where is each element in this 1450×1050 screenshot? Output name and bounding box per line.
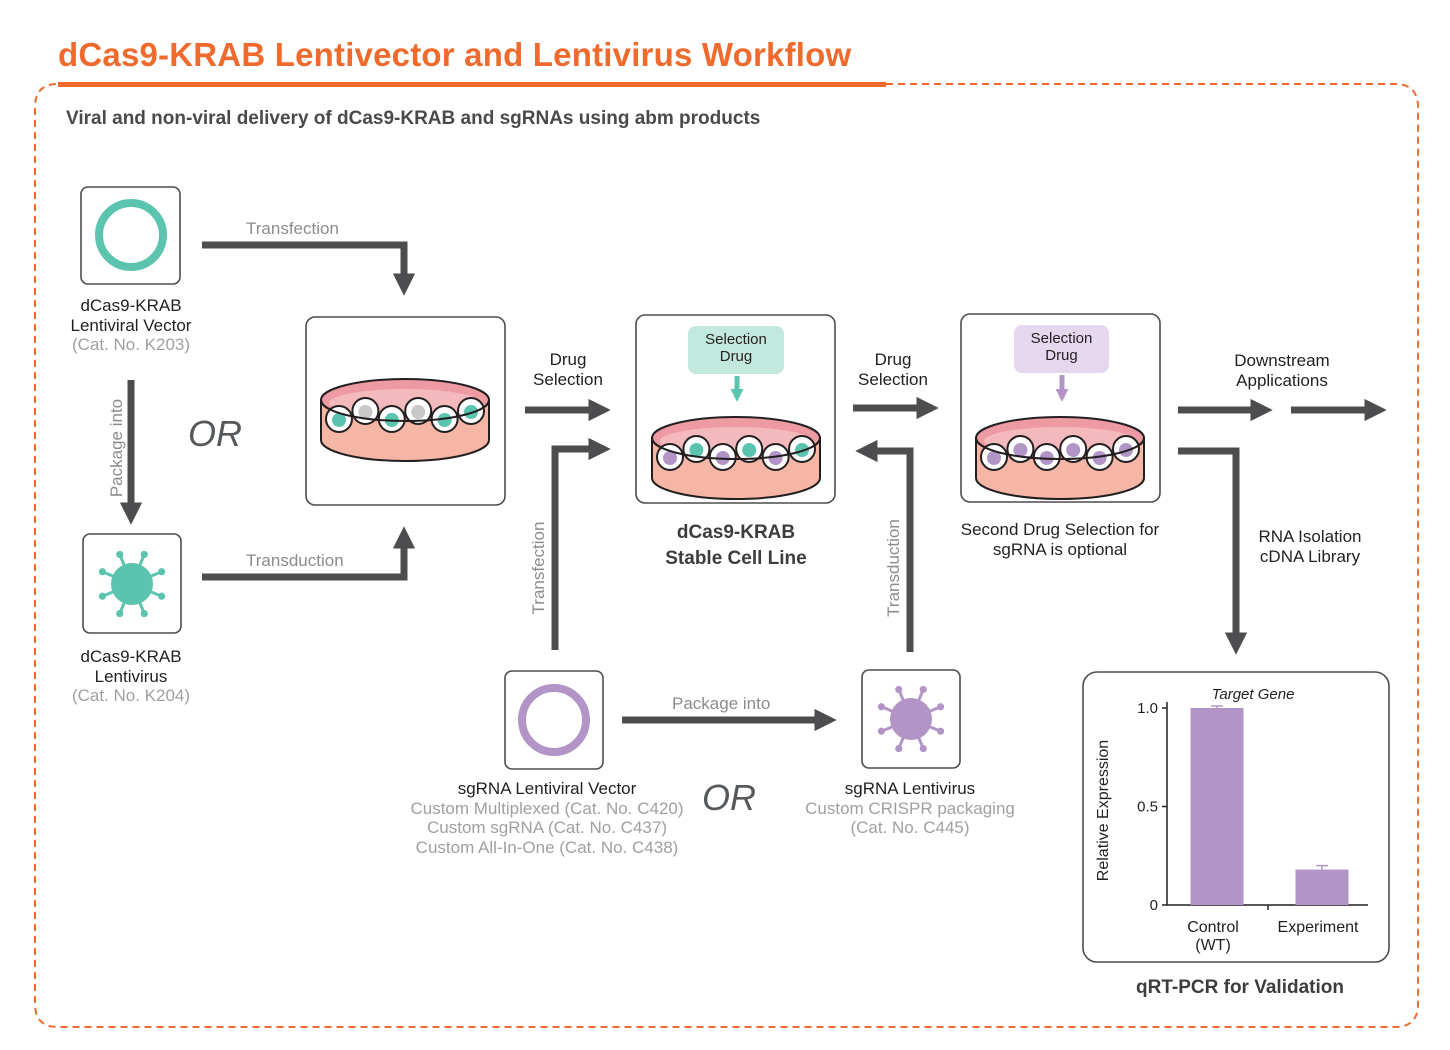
- transduction-arrow: [202, 526, 416, 581]
- transduction-label: Transduction: [246, 551, 344, 570]
- dish3-front-rim: [975, 437, 1145, 460]
- rna-isolation-arrow: [1178, 447, 1248, 655]
- virus-purple-spike-tip: [919, 685, 927, 694]
- transfection-label: Transfection: [246, 219, 339, 238]
- virus-teal-spike-tip: [140, 609, 148, 618]
- virus-teal-spike-tip: [157, 592, 166, 600]
- downstream-label: Downstream Applications: [1234, 351, 1330, 390]
- y-tick-label: 0.5: [1137, 799, 1158, 816]
- dish1-front-rim: [320, 399, 490, 422]
- virus-purple-spike-tip: [936, 727, 945, 735]
- virus-teal-spike-tip: [140, 550, 148, 559]
- virus-purple-capsid: [890, 698, 932, 740]
- virus-teal-spike-tip: [98, 592, 107, 600]
- petri-dish-3-icon: [975, 416, 1145, 500]
- stable-cell-line-label: dCas9-KRAB Stable Cell Line: [665, 522, 807, 569]
- dish3-cell-nucleus: [1013, 443, 1028, 457]
- dish1-cell-nucleus: [358, 405, 373, 419]
- chart-title: Target Gene: [1212, 686, 1295, 703]
- dashed-frame: [34, 83, 1419, 1028]
- virus-purple-spike-tip: [936, 703, 945, 711]
- virus-purple-spike-tip: [895, 744, 903, 753]
- dish1-cell-nucleus: [437, 413, 452, 427]
- dish2-cell-nucleus: [689, 443, 704, 457]
- virus-purple-icon: [877, 685, 945, 753]
- bar: [1190, 708, 1244, 905]
- virus-purple-spike-tip: [919, 744, 927, 753]
- petri-dish-1-icon: [320, 378, 490, 462]
- drug-selection-label-1: Drug Selection: [533, 350, 603, 389]
- y-tick-label: 0: [1150, 897, 1158, 914]
- dish3-cell-nucleus: [1066, 443, 1081, 457]
- sgrna-transduction-arrow: [855, 439, 914, 652]
- plasmid-teal-icon: [95, 199, 167, 271]
- sgrna-transduction-label-vertical: Transduction: [884, 519, 903, 617]
- selection-drug-label-teal: Selection Drug: [705, 331, 767, 366]
- virus-purple-spike-tip: [895, 685, 903, 694]
- sgrna-transfection-arrow: [551, 437, 611, 650]
- selection-drug-label-purple: Selection Drug: [1030, 330, 1093, 365]
- petri-dish-2-icon: [651, 416, 821, 500]
- virus-teal-spike-tip: [157, 568, 166, 576]
- x-tick-label: Control: [1187, 919, 1239, 936]
- second-selection-label: Second Drug Selection for sgRNA is optio…: [960, 520, 1160, 559]
- virus-label: dCas9-KRAB Lentivirus (Cat. No. K204): [71, 647, 191, 706]
- virus-teal-spike-tip: [98, 568, 107, 576]
- dish3-cell-nucleus: [1092, 451, 1107, 465]
- qpcr-caption: qRT-PCR for Validation: [1136, 977, 1344, 998]
- vector-label: dCas9-KRAB Lentiviral Vector (Cat. No. K…: [70, 296, 192, 355]
- sgrna-transfection-label-vertical: Transfection: [529, 521, 548, 615]
- plasmid-purple-icon: [518, 684, 590, 756]
- dish2-cell-nucleus: [768, 451, 783, 465]
- or-label-2: OR: [702, 777, 756, 818]
- dish1-cell-nucleus: [411, 405, 426, 419]
- dish2-cell-nucleus: [663, 451, 677, 465]
- title-underline: [58, 82, 886, 87]
- dish3-cell-nucleus: [987, 451, 1001, 465]
- page-title: dCas9-KRAB Lentivector and Lentivirus Wo…: [58, 36, 852, 73]
- virus-teal-spike-tip: [116, 550, 124, 559]
- or-label-1: OR: [188, 413, 242, 454]
- rna-isolation-label: RNA Isolation cDNA Library: [1258, 527, 1362, 566]
- x-tick-label: Experiment: [1278, 919, 1359, 936]
- sgrna-vector-label: sgRNA Lentiviral Vector Custom Multiplex…: [410, 779, 684, 857]
- y-axis-label: Relative Expression: [1095, 740, 1112, 881]
- transfection-arrow: [202, 241, 416, 296]
- virus-teal-icon: [98, 550, 166, 618]
- dish2-front-rim: [651, 437, 821, 460]
- selection-drug-purple-box: [1014, 325, 1109, 373]
- package-into-label-vertical: Package into: [107, 398, 126, 498]
- virus-teal-capsid: [111, 563, 153, 605]
- virus-teal-spike-tip: [116, 609, 124, 618]
- dish2-cell-nucleus: [742, 443, 757, 457]
- sgrna-virus-label: sgRNA Lentivirus Custom CRISPR packaging…: [805, 779, 1015, 838]
- drug-selection-label-2: Drug Selection: [858, 350, 928, 389]
- page-subtitle: Viral and non-viral delivery of dCas9-KR…: [66, 108, 761, 129]
- virus-purple-spike-tip: [877, 727, 886, 735]
- x-tick-label-line2: (WT): [1195, 937, 1231, 954]
- selection-drug-teal-box: [688, 326, 784, 374]
- y-tick-label: 1.0: [1137, 700, 1158, 717]
- virus-purple-spike-tip: [877, 703, 886, 711]
- dish1-cell-nucleus: [332, 413, 346, 427]
- package-into-label-2: Package into: [672, 694, 771, 713]
- bar: [1295, 869, 1349, 905]
